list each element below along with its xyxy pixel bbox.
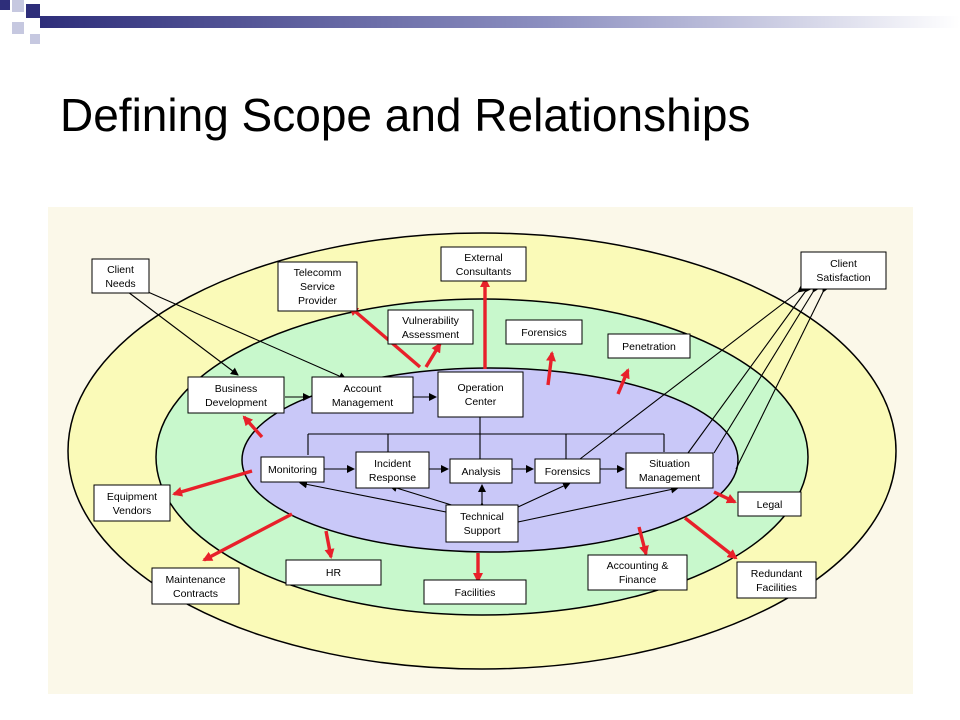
title-bar-square-light: [12, 0, 24, 12]
box-incident-line-1: Incident: [374, 458, 411, 470]
title-bar-square-dark: [0, 0, 10, 10]
red-arrows: [172, 277, 738, 583]
box-redundant-line-2: Facilities: [756, 582, 797, 594]
arrow-to-business-dev: [242, 415, 264, 439]
box-operation-center-line-1: Operation: [457, 382, 503, 394]
box-forensics-outer-line-1: Forensics: [521, 327, 567, 339]
client-needs-to-account-mgmt: [147, 291, 347, 380]
box-vulnerability-line-1: Vulnerability: [402, 315, 460, 327]
box-telecomm-line-2: Service: [300, 281, 335, 293]
box-analysis-line-1: Analysis: [461, 466, 500, 478]
box-accounting-line-1: Accounting &: [607, 560, 669, 572]
box-client-needs-line-2: Needs: [105, 278, 135, 290]
box-redundant-facilities: Redundant Facilities: [736, 561, 817, 599]
slide-title: Defining Scope and Relationships: [60, 89, 751, 141]
box-telecomm-line-1: Telecomm: [294, 267, 342, 279]
box-external-consultants-line-1: External: [464, 252, 503, 264]
tech-support-situation: [510, 485, 679, 528]
box-vulnerability-assessment: Vulnerability Assessment: [387, 309, 474, 345]
box-situation-line-2: Management: [639, 472, 700, 484]
box-maintenance-line-2: Contracts: [173, 588, 218, 600]
arrow-to-legal: [713, 490, 737, 504]
box-maintenance-line-1: Maintenance: [165, 574, 225, 586]
arrow-to-redundant: [683, 516, 738, 560]
arrow-to-accounting: [637, 526, 649, 556]
satisfaction-to-situation: [687, 283, 813, 454]
box-forensics-core-line-1: Forensics: [545, 466, 591, 478]
arrow-to-equipment-vendors: [172, 469, 253, 497]
title-bar-square-light-2: [12, 22, 24, 34]
box-facilities-line-1: Facilities: [455, 587, 496, 599]
box-external-consultants-line-2: Consultants: [456, 266, 511, 278]
title-bar-square-dark-2: [26, 4, 40, 18]
box-hr-line-1: HR: [326, 567, 342, 579]
arrow-to-vulnerability: [424, 342, 442, 368]
arrow-to-penetration: [616, 368, 630, 395]
tech-support-incident: [389, 484, 466, 513]
box-technical-support: Technical Support: [445, 504, 519, 543]
satisfaction-to-right-edge: [735, 283, 830, 470]
box-forensics-core: Forensics: [534, 458, 601, 484]
box-monitoring: Monitoring: [260, 456, 325, 483]
box-external-consultants: External Consultants: [440, 246, 527, 282]
black-connectors: [127, 283, 830, 528]
box-maintenance-contracts: Maintenance Contracts: [151, 567, 240, 605]
satisfaction-to-situation-2: [713, 283, 821, 454]
arrow-to-hr: [324, 530, 335, 559]
box-incident-line-2: Response: [369, 472, 416, 484]
box-facilities: Facilities: [423, 579, 527, 605]
box-situation-management: Situation Management: [625, 452, 714, 489]
box-technical-support-line-1: Technical: [460, 511, 504, 523]
arrow-to-telecomm: [348, 305, 422, 369]
box-penetration-line-1: Penetration: [622, 341, 676, 353]
box-technical-support-line-2: Support: [464, 525, 501, 537]
box-vulnerability-line-2: Assessment: [402, 329, 459, 341]
box-redundant-line-1: Redundant: [751, 568, 802, 580]
box-client-satisfaction-line-2: Satisfaction: [816, 272, 870, 284]
box-hr: HR: [285, 559, 382, 586]
box-telecomm-service-provider: Telecomm Service Provider: [277, 261, 358, 312]
box-client-needs-line-1: Client: [107, 264, 134, 276]
client-needs-to-business-dev: [127, 291, 239, 376]
box-legal: Legal: [737, 491, 802, 517]
title-bar-decoration: [0, 0, 960, 44]
box-account-management: Account Management: [311, 376, 414, 414]
box-business-dev-line-1: Business: [215, 383, 258, 395]
box-equipment-vendors: Equipment Vendors: [93, 484, 171, 522]
box-client-needs: Client Needs: [91, 258, 150, 294]
title-bar-gradient: [40, 16, 960, 28]
arrow-to-maintenance: [202, 512, 293, 562]
box-operation-center-line-2: Center: [465, 396, 497, 408]
box-equipment-line-2: Vendors: [113, 505, 152, 517]
box-incident-response: Incident Response: [355, 451, 430, 489]
arrow-to-forensics-outer: [546, 351, 556, 386]
box-penetration: Penetration: [607, 333, 691, 359]
box-analysis: Analysis: [449, 458, 513, 484]
box-operation-center: Operation Center: [437, 371, 524, 418]
satisfaction-to-forensics: [579, 284, 806, 460]
box-account-mgmt-line-1: Account: [344, 383, 382, 395]
title-bar-square-light-3: [30, 34, 40, 44]
box-account-mgmt-line-2: Management: [332, 397, 393, 409]
box-equipment-line-1: Equipment: [107, 491, 157, 503]
box-accounting-finance: Accounting & Finance: [587, 554, 688, 591]
box-forensics-outer: Forensics: [505, 319, 583, 345]
box-legal-line-1: Legal: [757, 499, 783, 511]
box-client-satisfaction-line-1: Client: [830, 258, 857, 270]
box-monitoring-line-1: Monitoring: [268, 464, 317, 476]
scope-diagram: Client Needs Client Satisfaction Externa…: [48, 207, 913, 694]
box-business-dev-line-2: Development: [205, 397, 267, 409]
box-business-development: Business Development: [187, 376, 285, 414]
box-situation-line-1: Situation: [649, 458, 690, 470]
box-client-satisfaction: Client Satisfaction: [800, 251, 887, 290]
box-accounting-line-2: Finance: [619, 574, 657, 586]
box-telecomm-line-3: Provider: [298, 295, 338, 307]
